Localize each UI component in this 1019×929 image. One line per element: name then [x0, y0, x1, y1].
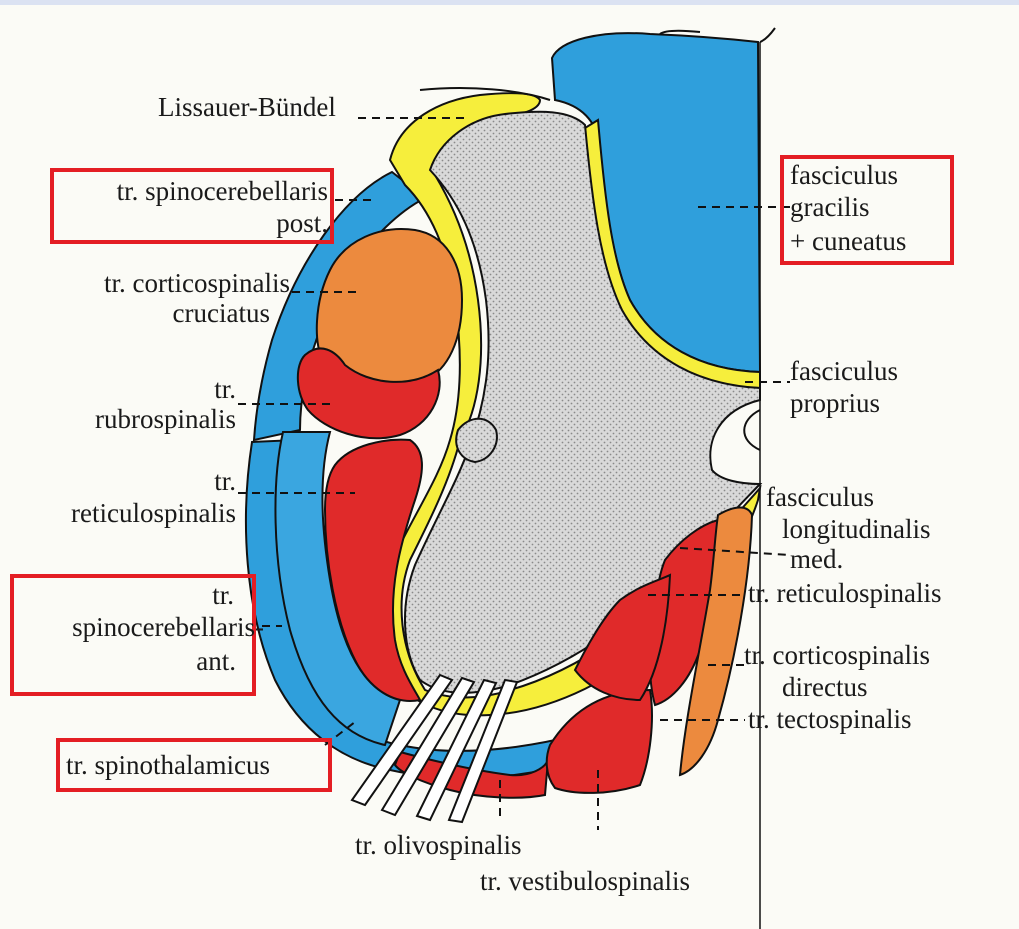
label-lissauer: Lissauer-Bündel [158, 92, 336, 123]
label-corticospinalis-directus-line1: tr. corticospinalis [744, 640, 930, 671]
label-fasciculus-longitudinalis-line1: fasciculus [766, 482, 874, 513]
label-reticulospinalis-left-line1: tr. [20, 466, 236, 497]
vestibulospinalis-region [547, 690, 652, 793]
label-corticospinalis-directus-line2: directus [782, 672, 867, 703]
label-fasciculus-proprius-line1: fasciculus [790, 356, 898, 387]
label-reticulospinalis-right: tr. reticulospinalis [748, 578, 941, 609]
label-fasciculus-longitudinalis-line2: longitudinalis [782, 514, 931, 545]
label-corticospinalis-cruciatus-line1: tr. corticospinalis [20, 268, 290, 299]
label-spinocerebellaris-ant-line1: tr. [14, 580, 234, 611]
label-spinocerebellaris-ant-line2: spinocerebellaris- [14, 612, 264, 643]
label-rubrospinalis-line2: rubrospinalis [20, 404, 236, 435]
label-spinocerebellaris-ant-line3: ant. [14, 646, 236, 677]
label-fasciculus-longitudinalis-line3: med. [790, 544, 843, 575]
label-rubrospinalis-line1: tr. [20, 374, 236, 405]
label-fasciculus-proprius-line2: proprius [790, 388, 880, 419]
label-spinothalamicus: tr. spinothalamicus [66, 750, 270, 781]
label-tectospinalis: tr. tectospinalis [748, 704, 911, 735]
label-spinocerebellaris-post-line2: post. [56, 208, 328, 239]
label-fasciculus-gracilis-line1: fasciculus [790, 160, 898, 191]
label-spinocerebellaris-post-line1: tr. spinocerebellaris [56, 176, 328, 207]
ventral-median-notch [744, 410, 760, 450]
label-fasciculus-gracilis-line2: gracilis [790, 192, 869, 223]
label-vestibulospinalis: tr. vestibulospinalis [480, 866, 690, 897]
top-border [0, 0, 1019, 5]
label-olivospinalis: tr. olivospinalis [355, 830, 522, 861]
label-reticulospinalis-left-line2: reticulospinalis [20, 498, 236, 529]
label-corticospinalis-cruciatus-line2: cruciatus [20, 298, 270, 329]
label-fasciculus-gracilis-line3: + cuneatus [790, 226, 906, 257]
